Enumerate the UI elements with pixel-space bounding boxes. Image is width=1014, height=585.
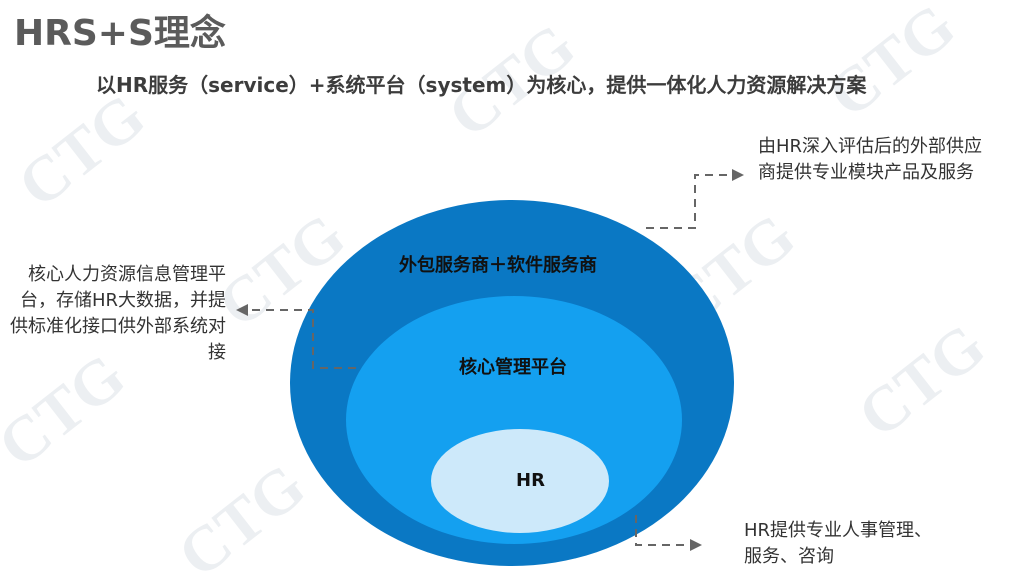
outer-ring-label: 外包服务商＋软件服务商 bbox=[399, 255, 597, 276]
inner-ring bbox=[431, 429, 609, 533]
page-title: HRS+S理念 bbox=[14, 13, 226, 54]
connector-left bbox=[246, 309, 356, 369]
annotation-right-top: 由HR深入评估后的外部供应商提供专业模块产品及服务 bbox=[758, 136, 983, 183]
arrowhead-left bbox=[236, 304, 248, 316]
annotation-right-bottom: HR提供专业人事管理、服务、咨询 bbox=[744, 520, 933, 567]
inner-ring-label: HR bbox=[516, 470, 545, 491]
annotation-left: 核心人力资源信息管理平台，存储HR大数据，并提供标准化接口供外部系统对接 bbox=[10, 264, 226, 363]
arrowhead-right-top bbox=[732, 169, 744, 181]
connector-right-bottom bbox=[635, 515, 690, 546]
page-subtitle: 以HR服务（service）+系统平台（system）为核心，提供一体化人力资源… bbox=[96, 73, 867, 97]
connector-right-top bbox=[646, 174, 732, 229]
middle-ring-label: 核心管理平台 bbox=[459, 357, 567, 378]
arrowhead-right-bottom bbox=[690, 539, 702, 551]
